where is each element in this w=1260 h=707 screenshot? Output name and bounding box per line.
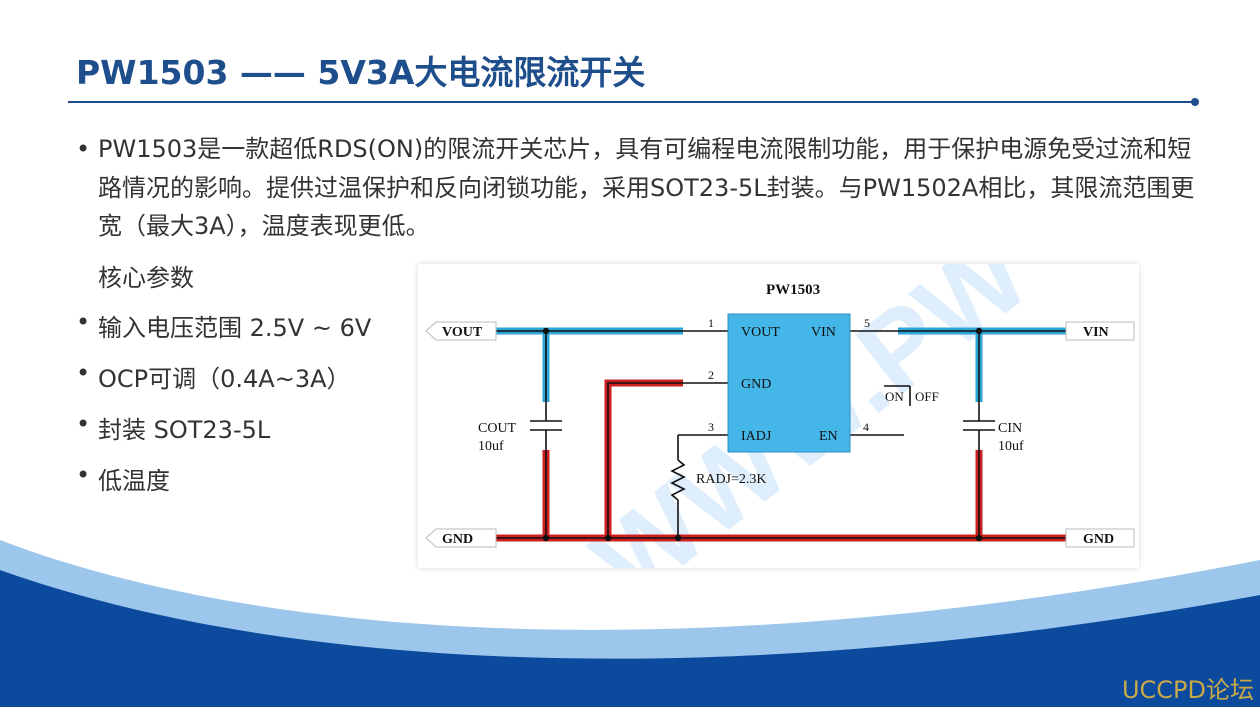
bullet-glyph: • [76, 135, 91, 163]
intro-text: PW1503是一款超低RDS(ON)的限流开关芯片，具有可编程电流限制功能，用于… [98, 135, 1195, 240]
cout-name: COUT [478, 421, 517, 436]
param-text: 输入电压范围 2.5V ~ 6V [98, 314, 372, 342]
param-item: •OCP可调（0.4A~3A） [76, 359, 371, 410]
param-text: 低温度 [98, 467, 170, 495]
section-label: 核心参数 [98, 264, 194, 292]
footer-wave-dark [0, 570, 1260, 707]
cin-name: CIN [998, 421, 1022, 436]
bullet-glyph: • [76, 308, 91, 336]
terminal-label: VOUT [442, 325, 483, 340]
terminal-label: GND [442, 532, 473, 547]
bullet-glyph: • [76, 359, 91, 387]
bullet-glyph: • [76, 461, 91, 489]
pin-number: 1 [708, 316, 714, 330]
slide-title: PW1503 —— 5V3A大电流限流开关 [76, 53, 646, 92]
circuit-wires [496, 330, 1066, 539]
terminal-label: VIN [1083, 325, 1109, 340]
circuit-schematic: WWW.PW [418, 212, 1139, 625]
switch-off-label: OFF [915, 389, 939, 404]
cin-value: 10uf [998, 439, 1024, 454]
pin-number: 4 [863, 420, 869, 434]
radj-label: RADJ=2.3K [696, 472, 767, 487]
terminal-vin: VIN [1065, 321, 1135, 341]
cout-value: 10uf [478, 439, 504, 454]
bullet-glyph: • [76, 410, 91, 438]
param-list: •输入电压范围 2.5V ~ 6V •OCP可调（0.4A~3A） •封装 SO… [76, 308, 371, 512]
junction-dots [542, 327, 983, 542]
param-item: •封装 SOT23-5L [76, 410, 371, 461]
switch-on-label: ON [885, 389, 904, 404]
terminal-gnd-right: GND [1065, 528, 1135, 548]
pin-number: 2 [708, 368, 714, 382]
pin-number: 3 [708, 420, 714, 434]
title-divider [68, 101, 1194, 103]
pin-label-vout: VOUT [741, 325, 780, 340]
terminal-gnd-left: GND [425, 528, 497, 548]
chip-title: PW1503 [766, 282, 820, 298]
param-item: •低温度 [76, 461, 371, 512]
pin-label-iadj: IADJ [741, 429, 772, 444]
pin-label-vin: VIN [811, 325, 836, 340]
param-text: 封装 SOT23-5L [98, 416, 271, 444]
title-divider-dot [1191, 98, 1199, 106]
footer-wave [0, 540, 1260, 707]
param-item: •输入电压范围 2.5V ~ 6V [76, 308, 371, 359]
pin-label-gnd: GND [741, 377, 771, 392]
terminal-label: GND [1083, 532, 1114, 547]
intro-paragraph: • PW1503是一款超低RDS(ON)的限流开关芯片，具有可编程电流限制功能，… [76, 130, 1196, 246]
param-text: OCP可调（0.4A~3A） [98, 365, 351, 393]
brand-watermark: UCCPD论坛 [1121, 676, 1254, 704]
pin-number: 5 [864, 316, 870, 330]
terminal-vout: VOUT [425, 321, 497, 341]
pin-label-en: EN [819, 429, 838, 444]
chip-body [727, 313, 851, 453]
